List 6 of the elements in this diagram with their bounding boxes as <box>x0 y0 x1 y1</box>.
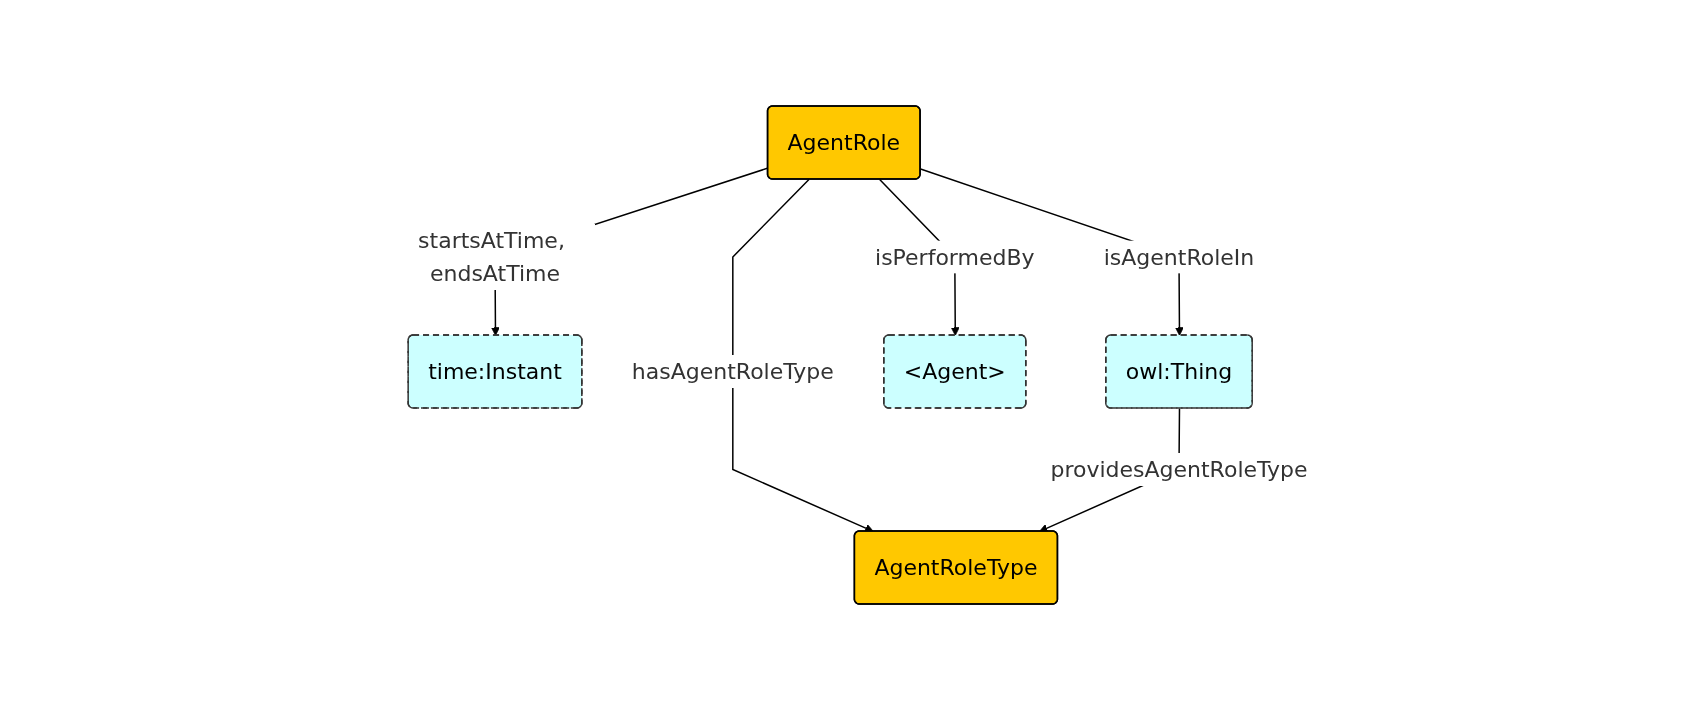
edge-label: isPerformedBy <box>874 244 1035 269</box>
edge-label: isAgentRoleIn <box>1103 244 1254 269</box>
edge-label: providesAgentRoleType <box>1050 456 1308 482</box>
edge-label: startsAtTime, endsAtTime <box>417 227 565 286</box>
arrow <box>731 178 874 532</box>
edge-label: hasAgentRoleType <box>631 358 834 384</box>
